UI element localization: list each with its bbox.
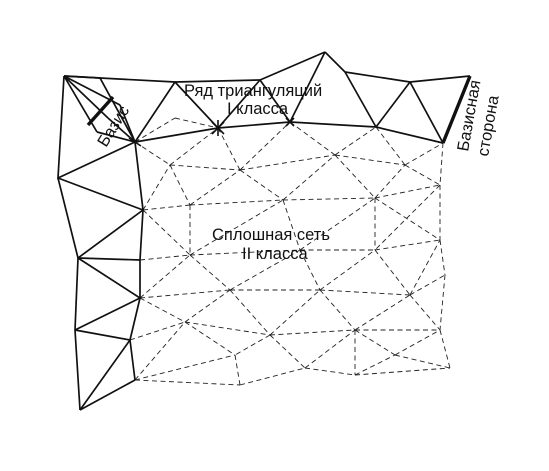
station-marks (128, 117, 295, 147)
continuous-network-lines (129, 117, 451, 386)
net-label-line2: II класса (242, 245, 308, 263)
base-side-line (441, 75, 472, 144)
base-line (86, 95, 115, 127)
row-label-line1: Ряд триангуляций (184, 82, 322, 100)
net-label-line1: Сплошная сеть (212, 226, 330, 244)
row-label-line2: I класса (227, 100, 289, 118)
